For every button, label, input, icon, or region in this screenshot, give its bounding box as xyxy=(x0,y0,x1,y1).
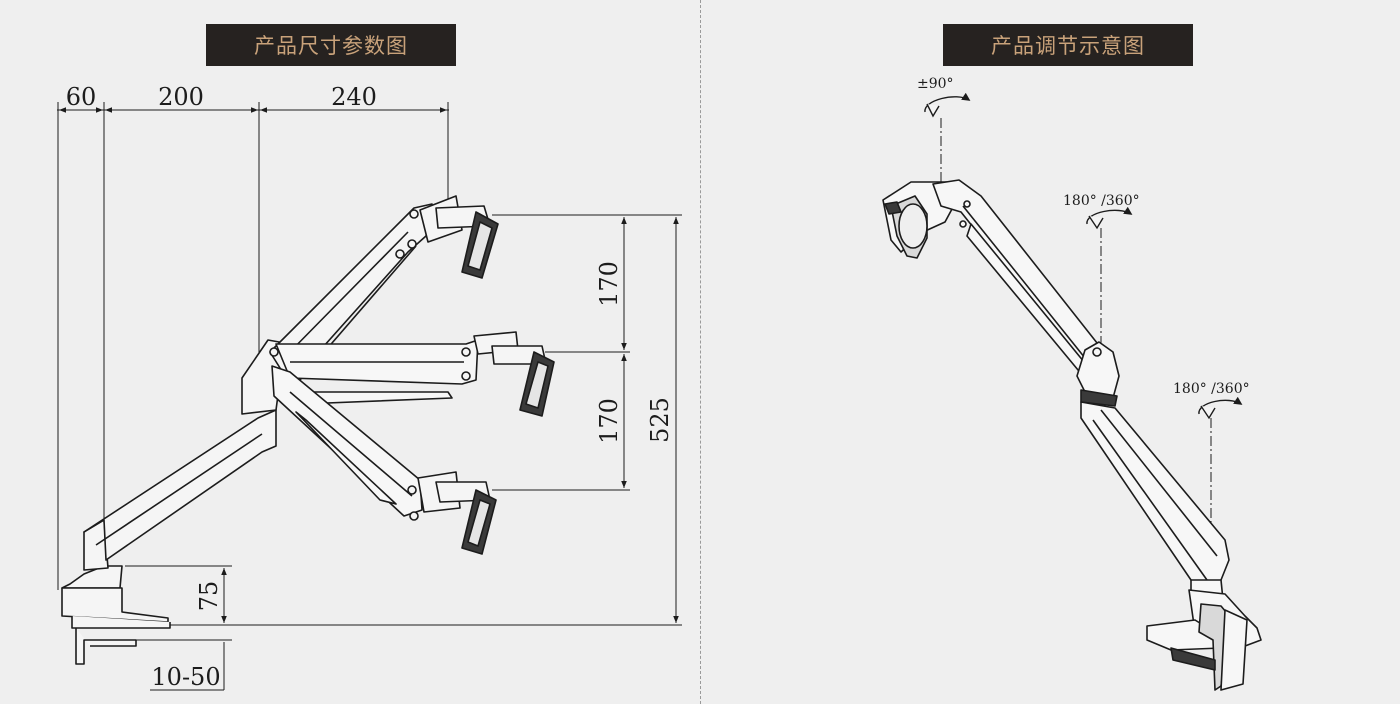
monitor-arm-perspective-view xyxy=(882,179,1262,691)
lower-swivel-rotation-arrow xyxy=(1198,396,1243,415)
dimension-diagram-panel: 产品尺寸参数图 xyxy=(57,24,682,691)
dim-170-upper: 170 xyxy=(595,261,623,307)
lower-swivel-angle-label: 180° /360° xyxy=(1173,381,1250,397)
upper-swivel-angle-label: 180° /360° xyxy=(1063,193,1140,209)
dimension-diagram-title: 产品尺寸参数图 xyxy=(206,24,456,66)
dim-170-lower: 170 xyxy=(595,398,623,444)
dim-200: 200 xyxy=(158,83,204,111)
dim-75: 75 xyxy=(195,581,223,612)
dim-60: 60 xyxy=(66,83,97,111)
tilt-angle-label: ±90° xyxy=(917,76,954,92)
monitor-arm-side-view xyxy=(61,195,555,665)
dim-240: 240 xyxy=(331,83,377,111)
dim-525: 525 xyxy=(646,397,674,443)
upper-swivel-rotation-arrow xyxy=(1086,206,1133,225)
adjustment-drawing: ±90° 180° /360° 180° /360° xyxy=(882,76,1262,691)
adjustment-diagram-title: 产品调节示意图 xyxy=(943,24,1193,66)
dimension-drawing: 60 200 240 170 170 525 75 10-50 xyxy=(57,83,682,691)
adjustment-diagram-panel: 产品调节示意图 ±90° 180° /360° 180° /360° xyxy=(701,0,1400,704)
dim-clamp-range: 10-50 xyxy=(151,663,220,691)
panel-divider xyxy=(700,0,701,704)
tilt-rotation-arrow xyxy=(924,92,971,113)
